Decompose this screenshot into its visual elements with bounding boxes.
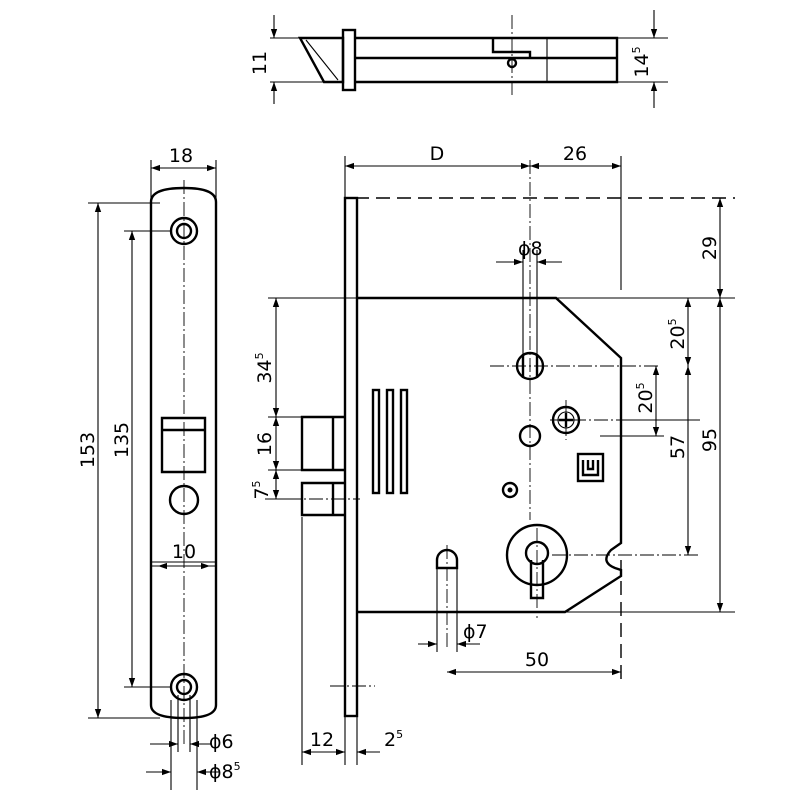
dim-hole-width: 10	[172, 541, 196, 563]
lock-case-side-view	[300, 160, 700, 718]
dim-bolt-height: 11	[249, 51, 271, 75]
dim-screw-hole-diameter: ϕ6	[209, 731, 234, 753]
dim-bolt-width: 145	[630, 46, 653, 77]
dim-screw-spacing: 135	[111, 422, 133, 458]
dim-case-width: 50	[525, 649, 549, 671]
dim-latch-height: 16	[254, 432, 276, 456]
dim-case-top-offset: 29	[699, 236, 721, 260]
latch-bolt-top-view	[270, 10, 668, 108]
dim-case-depth-from-spindle: 26	[563, 143, 587, 165]
dim-fixing-hole-diameter: ϕ7	[463, 621, 488, 643]
dim-faceplate-width: 18	[169, 145, 193, 167]
faceplate-front-view	[88, 160, 220, 790]
side-view-dimension-lines	[265, 156, 735, 765]
dim-latch-offset: 345	[253, 352, 276, 383]
dim-deadbolt-offset: 75	[250, 480, 273, 499]
dim-backset: D	[430, 143, 445, 165]
dim-spindle-to-follower: 205	[634, 382, 657, 413]
dim-case-height: 95	[699, 428, 721, 452]
dim-spindle-to-keyhole: 57	[667, 435, 689, 459]
dim-spindle-to-case-top: 205	[666, 318, 689, 349]
dim-faceplate-offset: 12	[310, 729, 334, 751]
dim-faceplate-length: 153	[77, 432, 99, 468]
dim-spindle-diameter: ϕ8	[518, 238, 543, 260]
dim-faceplate-thickness: 25	[384, 728, 403, 751]
dim-countersink-diameter: ϕ85	[209, 760, 241, 783]
